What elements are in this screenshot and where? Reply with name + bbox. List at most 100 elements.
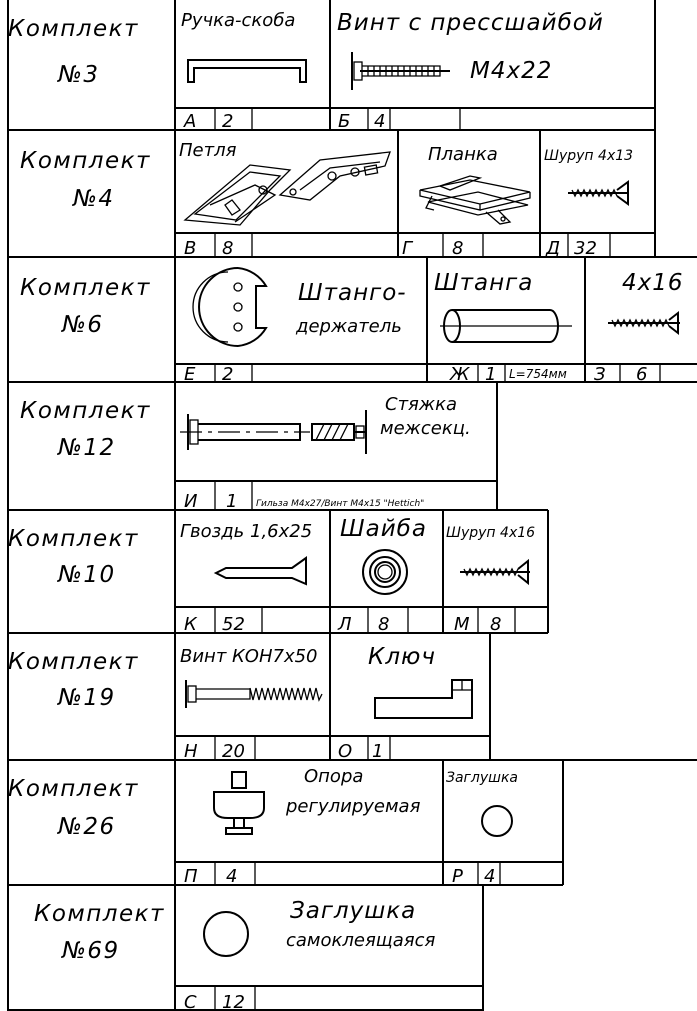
kit-69: Комплект №69 Заглушка самоклеящаяся С 12 bbox=[7, 885, 484, 1011]
mounting-plate-icon bbox=[419, 175, 531, 225]
item-name: Винт с прессшайбой bbox=[337, 10, 604, 36]
kit-number: №19 bbox=[56, 685, 116, 711]
item-code: З bbox=[594, 364, 606, 385]
item-code: В bbox=[184, 238, 196, 259]
adhesive-cap-icon bbox=[203, 911, 249, 957]
item-qty: 4 bbox=[374, 111, 385, 132]
item-name-line1: Опора bbox=[304, 766, 363, 787]
kit-title: Комплект bbox=[8, 649, 139, 675]
section-connector-icon bbox=[180, 410, 367, 454]
item-code: Е bbox=[184, 364, 196, 385]
item-qty: 8 bbox=[452, 238, 463, 259]
kit-19: Комплект №19 Винт КОН7х50 Н 20 Ключ О 1 bbox=[7, 633, 697, 762]
item-name: Ручка-скоба bbox=[181, 10, 295, 31]
item-name: Планка bbox=[428, 144, 498, 165]
item-name: Петля bbox=[179, 140, 237, 161]
kit-title: Комплект bbox=[20, 275, 151, 301]
confirmat-screw-icon bbox=[185, 680, 323, 708]
item-name-line2: межсекц. bbox=[380, 418, 471, 439]
item-qty: 20 bbox=[222, 741, 245, 762]
item-name-line1: Стяжка bbox=[385, 394, 457, 415]
kit-6: Комплект №6 Штанго- держатель Е 2 Штанга bbox=[7, 257, 697, 385]
item-name: Винт КОН7х50 bbox=[180, 646, 318, 667]
item-qty: 8 bbox=[222, 238, 233, 259]
item-qty: 6 bbox=[636, 364, 647, 385]
adjustable-foot-icon bbox=[213, 771, 265, 835]
item-qty: 2 bbox=[222, 364, 233, 385]
item-qty: 52 bbox=[222, 614, 245, 635]
item-name: Гвоздь 1,6х25 bbox=[180, 521, 312, 542]
item-qty: 4 bbox=[484, 866, 495, 887]
item-qty: 8 bbox=[490, 614, 501, 635]
rod-holder-icon bbox=[192, 267, 268, 347]
item-code: А bbox=[183, 111, 196, 132]
item-code: Ж bbox=[449, 364, 470, 385]
item-code: Г bbox=[402, 238, 414, 259]
item-code: О bbox=[338, 741, 352, 762]
item-spec: М4х22 bbox=[470, 58, 552, 84]
item-name-line1: Заглушка bbox=[290, 898, 416, 924]
kit-10: Комплект №10 Гвоздь 1,6х25 К 52 Шайба Л … bbox=[7, 510, 549, 635]
washer-screw-icon bbox=[351, 52, 450, 90]
item-name-line2: самоклеящаяся bbox=[286, 930, 436, 951]
item-name: Шайба bbox=[340, 516, 427, 542]
cap-icon bbox=[481, 805, 513, 837]
hinge-icon bbox=[183, 151, 391, 226]
item-qty: 1 bbox=[372, 741, 383, 762]
kit-title: Комплект bbox=[8, 776, 139, 802]
screw-icon bbox=[608, 310, 680, 336]
item-note: L=754мм bbox=[509, 367, 567, 381]
kit-number: №26 bbox=[56, 814, 116, 840]
item-code: С bbox=[184, 992, 197, 1011]
kit-number: №10 bbox=[56, 562, 116, 588]
kit-number: №69 bbox=[60, 938, 120, 964]
item-name-line2: регулируемая bbox=[285, 796, 421, 817]
item-code: Б bbox=[338, 111, 350, 132]
item-qty: 2 bbox=[222, 111, 233, 132]
kit-26: Комплект №26 Опора регулируемая П 4 Загл… bbox=[7, 760, 564, 887]
item-qty: 8 bbox=[378, 614, 389, 635]
item-code: Л bbox=[337, 614, 352, 635]
item-note: Гильза М4х27/Винт М4х15 "Hettich" bbox=[256, 499, 424, 509]
kit-number: №4 bbox=[71, 186, 115, 212]
item-code: К bbox=[184, 614, 198, 635]
item-name-line1: Штанго- bbox=[298, 280, 407, 306]
item-name: 4х16 bbox=[622, 270, 684, 296]
kit-4: Комплект №4 Петля В 8 План bbox=[7, 130, 697, 259]
screw-icon bbox=[460, 558, 530, 586]
item-qty: 12 bbox=[222, 992, 245, 1011]
item-name: Штанга bbox=[434, 270, 533, 296]
item-qty: 1 bbox=[226, 491, 237, 512]
nail-icon bbox=[213, 556, 307, 586]
item-name: Шуруп 4х16 bbox=[446, 525, 535, 541]
item-code: П bbox=[184, 866, 198, 887]
item-code: Н bbox=[184, 741, 198, 762]
item-code: Д bbox=[545, 238, 560, 259]
item-qty: 4 bbox=[226, 866, 237, 887]
hex-key-icon bbox=[374, 679, 473, 719]
screw-icon bbox=[568, 180, 629, 206]
item-name: Заглушка bbox=[446, 770, 518, 786]
kit-12: Комплект №12 Стяжка межсекц. И 1 Гильза … bbox=[7, 382, 548, 512]
kit-3: Комплект №3 Ручка-скоба А 2 Винт с пресс… bbox=[7, 0, 656, 132]
kit-title: Комплект bbox=[8, 16, 139, 42]
rod-icon bbox=[440, 309, 572, 343]
washer-icon bbox=[362, 549, 408, 595]
kit-title: Комплект bbox=[20, 148, 151, 174]
kit-number: №3 bbox=[56, 62, 100, 88]
kit-number: №6 bbox=[60, 312, 104, 338]
item-qty: 32 bbox=[574, 238, 597, 259]
kit-title: Комплект bbox=[20, 398, 151, 424]
kit-title: Комплект bbox=[8, 526, 139, 552]
handle-bracket-icon bbox=[187, 59, 307, 83]
item-code: М bbox=[454, 614, 470, 635]
item-name: Ключ bbox=[368, 644, 436, 670]
item-code: И bbox=[184, 491, 197, 512]
kit-title: Комплект bbox=[34, 901, 165, 927]
item-name-line2: держатель bbox=[295, 316, 402, 337]
item-name: Шуруп 4х13 bbox=[544, 148, 633, 164]
item-code: Р bbox=[452, 866, 463, 887]
kit-number: №12 bbox=[56, 435, 116, 461]
item-qty: 1 bbox=[485, 364, 496, 385]
